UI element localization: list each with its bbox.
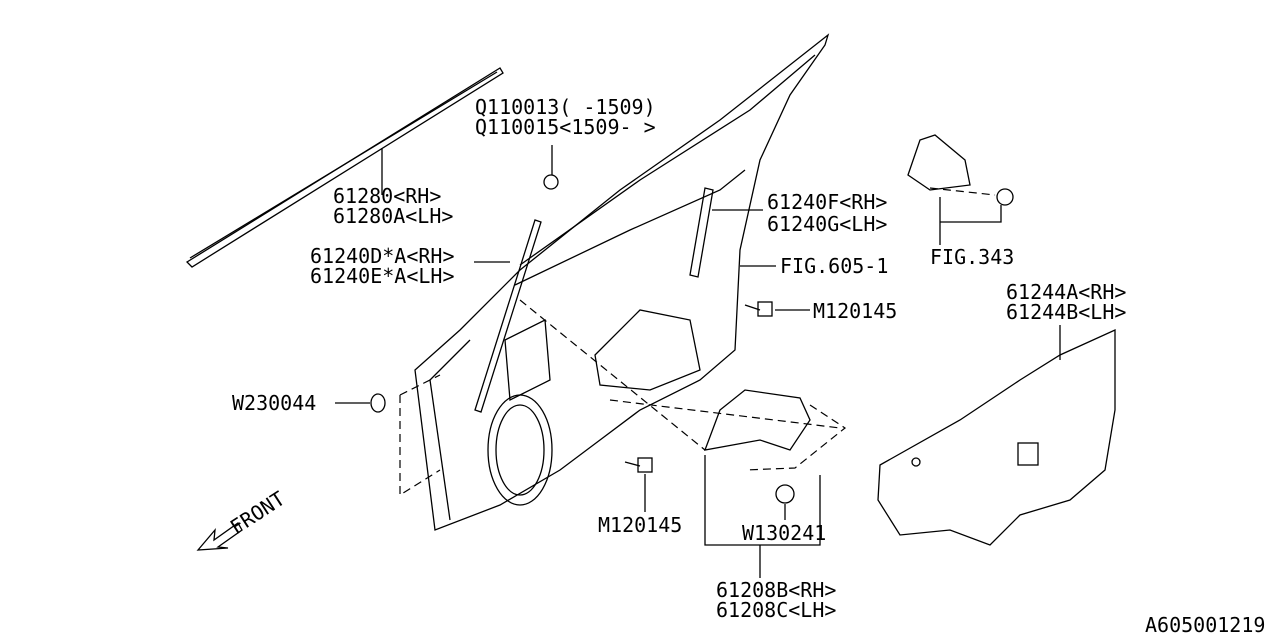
diagram-id: A605001219	[1145, 613, 1265, 637]
label-plug-w230044: W230044	[232, 391, 316, 415]
front-arrow-icon	[196, 522, 243, 551]
belt-moulding-strip	[185, 67, 504, 268]
bolt-upper	[744, 301, 773, 317]
label-strip-lh: 61280A<LH>	[333, 204, 453, 228]
fig343-clip	[996, 188, 1014, 206]
label-clip-q110015: Q110015<1509- >	[475, 115, 656, 139]
clip-q110013	[543, 174, 559, 190]
label-sash-front-lh: 61240E*A<LH>	[310, 264, 455, 288]
label-bolt-upper: M120145	[813, 299, 897, 323]
clip-w130241	[775, 484, 795, 504]
label-cover-lh: 61208C<LH>	[716, 598, 836, 622]
leader-lines	[335, 145, 1061, 578]
label-sash-rear-lh: 61240G<LH>	[767, 212, 887, 236]
front-sash	[474, 219, 542, 413]
label-sealing-lh: 61244B<LH>	[1006, 300, 1126, 324]
bolt-lower	[624, 457, 653, 473]
service-hole-cover	[703, 389, 811, 451]
door-panel	[414, 33, 830, 531]
label-clip-w130241: W130241	[742, 521, 826, 545]
label-clip-q110013: Q110013( -1509)	[475, 95, 656, 119]
label-sealing-rh: 61244A<RH>	[1006, 280, 1126, 304]
label-bolt-lower: M120145	[598, 513, 682, 537]
label-strip-rh: 61280<RH>	[333, 184, 441, 208]
label-fig-343[interactable]: FIG.343	[930, 245, 1014, 269]
fig343-part	[907, 134, 971, 191]
label-cover-rh: 61208B<RH>	[716, 578, 836, 602]
sealing-cover-sheet	[877, 328, 1116, 546]
label-sash-rear-rh: 61240F<RH>	[767, 190, 887, 214]
plug-w230044	[370, 393, 386, 413]
rear-sash	[689, 187, 714, 278]
label-front: FRONT	[226, 486, 290, 539]
label-sash-front-rh: 61240D*A<RH>	[310, 244, 455, 268]
label-fig-605[interactable]: FIG.605-1	[780, 254, 888, 278]
